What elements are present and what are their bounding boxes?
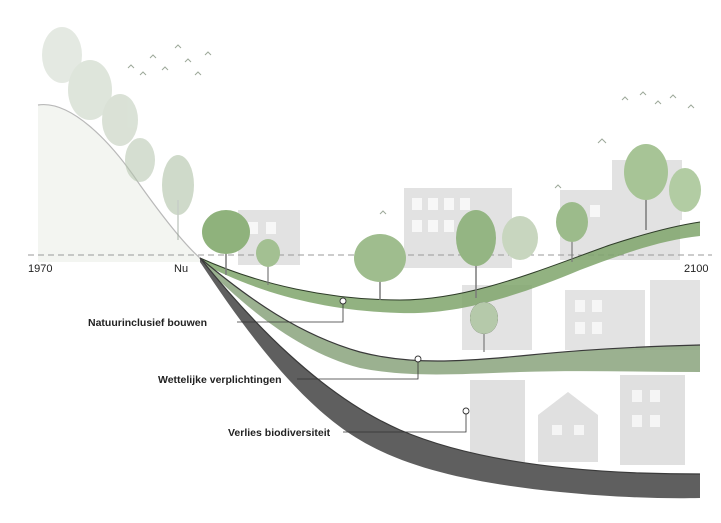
marker-verlies	[463, 408, 469, 414]
marker-natuurinclusief	[340, 298, 346, 304]
marker-wettelijk	[415, 356, 421, 362]
scenario-label-natuurinclusief: Natuurinclusief bouwen	[88, 317, 207, 329]
scenario-label-wettelijk: Wettelijke verplichtingen	[158, 374, 282, 386]
scenario-label-verlies: Verlies biodiversiteit	[228, 427, 331, 439]
birds-left	[128, 45, 211, 75]
timeline-start-label: 1970	[28, 263, 52, 275]
timeline-end-label: 2100	[684, 263, 708, 275]
timeline-now-label: Nu	[174, 263, 188, 275]
